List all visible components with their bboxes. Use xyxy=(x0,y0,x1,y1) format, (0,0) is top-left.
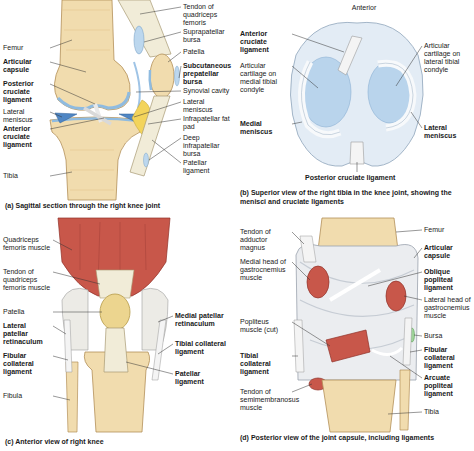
part-label: Tendon of quadriceps femoris xyxy=(183,3,233,27)
part-label: Tibial collateral ligament xyxy=(175,340,230,356)
leader-line xyxy=(53,326,66,334)
leader-line xyxy=(368,272,422,286)
leader-line xyxy=(292,384,312,392)
leader-line xyxy=(292,356,298,357)
leader-line xyxy=(414,248,422,258)
leader-line xyxy=(53,396,70,400)
leader-line xyxy=(53,356,68,360)
leader-line xyxy=(390,356,422,378)
leader-line xyxy=(404,296,422,300)
part-label: Synovial cavity xyxy=(183,87,233,95)
leader-line xyxy=(411,112,422,128)
leader-line xyxy=(388,412,422,414)
leader-line xyxy=(50,118,104,129)
sagittal-section xyxy=(50,0,180,200)
part-label: Patellar ligament xyxy=(175,370,230,386)
part-label: Articular capsule xyxy=(424,244,472,260)
part-label: Fibular collateral ligament xyxy=(3,352,51,376)
part-label: Medial patellar retinaculum xyxy=(175,312,230,328)
leader-line xyxy=(140,7,181,14)
part-label: Patella xyxy=(183,48,233,56)
leader-line xyxy=(53,272,100,284)
part-label: Lateral patellar retinaculum xyxy=(3,322,51,346)
part-label: Oblique popliteal ligament xyxy=(424,268,472,292)
part-label: Femur xyxy=(3,44,48,52)
part-label: Medial head of gastrocnemius muscle xyxy=(240,258,290,282)
part-label: Medial meniscus xyxy=(240,120,290,136)
leader-line xyxy=(148,119,181,124)
part-label: Patellar ligament xyxy=(183,159,233,175)
leader-line xyxy=(152,140,181,163)
part-label: Tendon of adductor magnus xyxy=(240,228,290,252)
part-label: Lateral meniscus xyxy=(3,108,48,124)
part-label: Quadriceps femoris muscle xyxy=(3,236,51,252)
part-label: Articular cartilage on medial tibial con… xyxy=(240,62,290,94)
panel-caption: (c) Anterior view of right knee xyxy=(5,438,230,447)
leader-line xyxy=(292,322,330,346)
leader-line xyxy=(50,112,62,117)
panel-caption: (d) Posterior view of the joint capsule,… xyxy=(240,434,472,443)
part-label: Arcuate popliteal ligament xyxy=(424,374,472,398)
part-label: Lateral head of gastrocnemius muscle xyxy=(424,296,472,320)
panel-caption: (a) Sagittal section through the right k… xyxy=(5,202,230,211)
part-label: Patella xyxy=(3,308,51,316)
leader-line xyxy=(158,344,173,354)
leader-line xyxy=(144,32,181,42)
leader-line xyxy=(50,62,86,72)
leader-line xyxy=(292,232,304,244)
posterior-capsule xyxy=(294,218,418,432)
part-label: Anterior xyxy=(344,4,384,12)
part-label: Deep infrapatellar bursa xyxy=(183,134,233,158)
leader-line xyxy=(126,362,173,374)
part-label: Tibia xyxy=(424,408,472,416)
part-label: Infrapatellar fat pad xyxy=(183,115,233,131)
part-label: Tendon of semimembranosus muscle xyxy=(240,388,290,412)
leader-line xyxy=(357,162,358,172)
part-label: Tendon of quadriceps femoris muscle xyxy=(3,268,51,292)
leader-line xyxy=(136,91,181,92)
leader-line xyxy=(53,312,102,313)
part-label: Anterior cruciate ligament xyxy=(3,125,48,149)
part-label: Lateral meniscus xyxy=(424,124,472,140)
leader-line xyxy=(292,262,310,280)
part-label: Fibular collateral ligament xyxy=(424,346,472,370)
part-label: Popliteus muscle (cut) xyxy=(240,318,290,334)
leader-line xyxy=(50,40,72,48)
leader-line xyxy=(292,34,344,52)
leader-line xyxy=(50,84,95,104)
part-label: Posterior cruciate ligament xyxy=(3,80,48,104)
leader-line xyxy=(53,240,72,250)
leader-line xyxy=(292,66,318,88)
leader-line xyxy=(414,335,422,336)
leader-line xyxy=(410,350,422,352)
leader-line xyxy=(179,66,181,78)
leader-line xyxy=(134,102,181,117)
part-label: Articular cartilage on lateral tibial co… xyxy=(424,42,472,74)
part-label: Tibia xyxy=(3,172,48,180)
leader-line xyxy=(396,46,422,86)
leader-line xyxy=(396,230,422,232)
part-label: Lateral meniscus xyxy=(183,98,233,114)
part-label: Fibula xyxy=(3,392,51,400)
part-label: Subcutaneous prepatellar bursa xyxy=(183,62,233,86)
part-label: Suprapatellar bursa xyxy=(183,28,233,44)
panel-caption: (b) Superior view of the right tibia in … xyxy=(240,189,472,206)
leader-line xyxy=(168,52,181,62)
leader-line xyxy=(158,316,173,322)
part-label: Anterior cruciate ligament xyxy=(240,30,290,54)
part-label: Femur xyxy=(424,226,472,234)
leader-line xyxy=(292,122,302,124)
part-label: Tibial collateral ligament xyxy=(240,352,290,376)
part-label: Articular capsule xyxy=(3,58,48,74)
leader-line xyxy=(50,172,72,176)
part-label: Bursa xyxy=(424,332,472,340)
part-label: Posterior cruciate ligament xyxy=(305,174,415,182)
anterior-knee xyxy=(58,218,170,432)
tibial-plateau xyxy=(290,22,423,166)
